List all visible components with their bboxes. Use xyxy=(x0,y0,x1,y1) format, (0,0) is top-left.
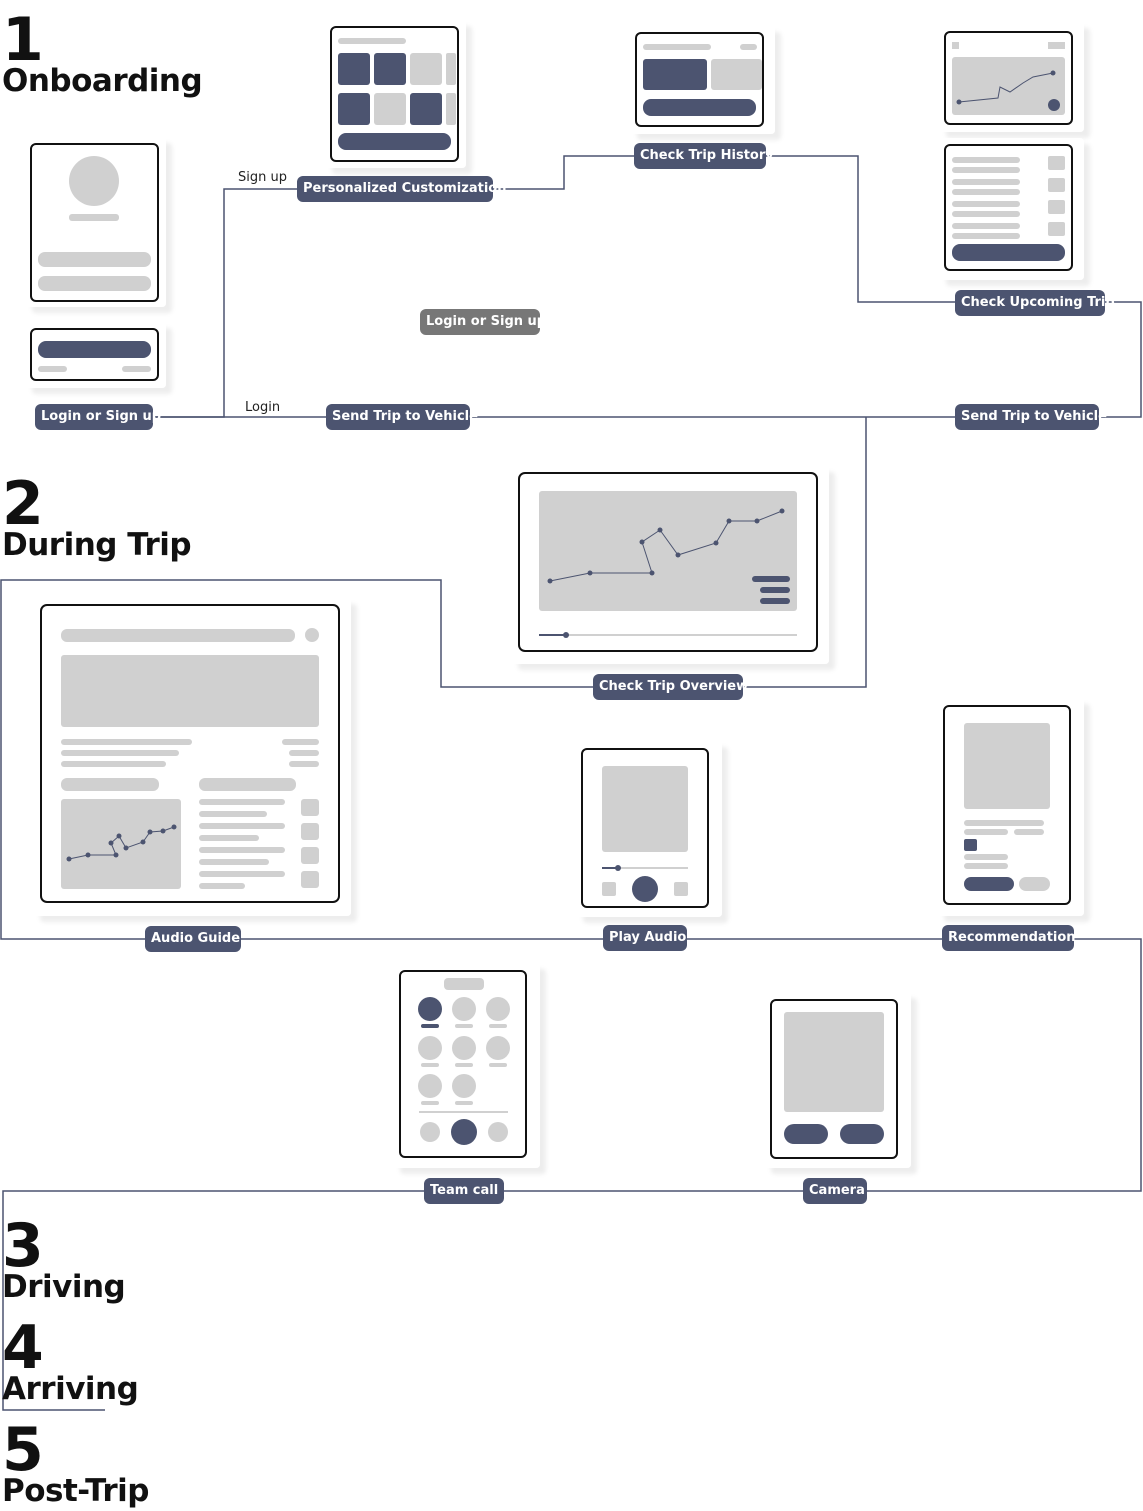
login-button-wireframe xyxy=(26,322,166,388)
stage-4-title: Arriving xyxy=(2,1371,139,1407)
node-check-trip-history[interactable]: Check Trip History xyxy=(634,143,774,169)
connector-history-to-upcoming xyxy=(764,155,957,303)
recommendation-screen-wireframe xyxy=(938,698,1084,916)
upcoming-trip-list-wireframe xyxy=(940,138,1084,280)
node-recommendation[interactable]: Recommendation xyxy=(942,925,1076,951)
connector-upcoming-to-send-trip xyxy=(1097,301,1142,418)
node-audio-guide[interactable]: Audio Guide xyxy=(145,926,241,952)
connector-login-to-personalized xyxy=(150,188,300,418)
upcoming-trip-map-wireframe xyxy=(940,22,1084,132)
connector-team-call-to-next-stage xyxy=(2,1190,426,1411)
trip-history-screen-wireframe xyxy=(631,26,775,134)
connector-personalized-to-history xyxy=(490,155,636,190)
connector-recommendation-to-camera xyxy=(866,938,1142,1192)
node-check-trip-overview[interactable]: Check Trip Overview xyxy=(593,674,748,700)
edge-label-sign-up: Sign up xyxy=(238,170,287,185)
trip-overview-screen-wireframe xyxy=(512,466,829,664)
play-audio-screen-wireframe xyxy=(577,741,722,917)
stage-3-title: Driving xyxy=(2,1269,126,1305)
stage-2-title: During Trip xyxy=(2,527,192,563)
stage-5-title: Post-Trip xyxy=(2,1473,149,1509)
node-camera[interactable]: Camera xyxy=(803,1178,867,1204)
connector-overview-to-audio-guide xyxy=(0,579,595,940)
stage-1-number: 1 xyxy=(2,5,44,75)
node-login-or-sign-up[interactable]: Login or Sign up xyxy=(35,404,161,430)
stage-2-number: 2 xyxy=(2,469,44,539)
team-call-screen-wireframe xyxy=(394,963,540,1168)
stage-5-number: 5 xyxy=(2,1415,44,1485)
stage-4-number: 4 xyxy=(2,1313,44,1383)
customization-screen-wireframe xyxy=(326,20,466,168)
node-send-trip-to-vehicle-left[interactable]: Send Trip to Vehicle xyxy=(326,404,478,430)
edge-label-login: Login xyxy=(245,400,281,415)
stage-1-title: Onboarding xyxy=(2,63,203,99)
stage-3-number: 3 xyxy=(2,1211,44,1281)
connector-lines xyxy=(0,155,1142,1411)
node-personalized-customization[interactable]: Personalized Customization xyxy=(297,176,506,202)
node-login-or-sign-up-floating[interactable]: Login or Sign up xyxy=(420,309,546,335)
audio-guide-screen-wireframe xyxy=(34,598,351,916)
login-screen-wireframe xyxy=(26,137,166,307)
node-team-call[interactable]: Team call xyxy=(424,1178,504,1204)
node-send-trip-to-vehicle-right[interactable]: Send Trip to Vehicle xyxy=(955,404,1107,430)
connector-to-trip-overview xyxy=(741,417,867,688)
camera-screen-wireframe xyxy=(765,992,911,1168)
node-check-upcoming-trip[interactable]: Check Upcoming Trip xyxy=(955,290,1115,316)
node-play-audio[interactable]: Play Audio xyxy=(603,925,687,951)
